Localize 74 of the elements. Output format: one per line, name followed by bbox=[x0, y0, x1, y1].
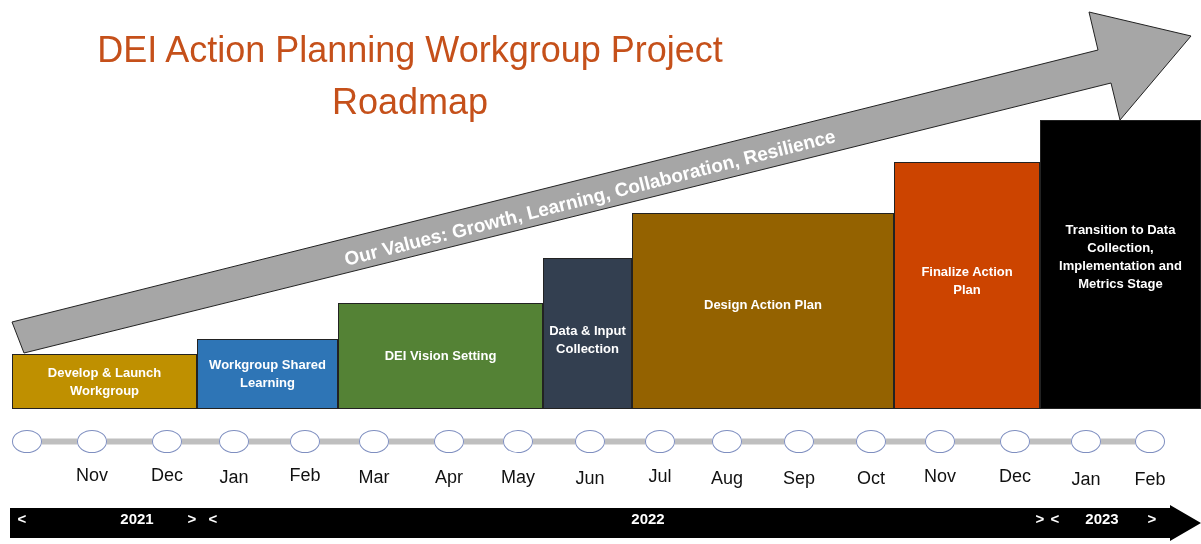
month-label: Nov bbox=[76, 465, 108, 486]
timeline-track bbox=[389, 438, 434, 445]
year-label: 2023 bbox=[1085, 510, 1119, 527]
bracket-mark: > bbox=[1147, 510, 1157, 527]
timeline-dot bbox=[77, 430, 107, 453]
timeline-track bbox=[814, 438, 856, 445]
month-label: Jan bbox=[219, 467, 249, 488]
timeline-dot bbox=[856, 430, 886, 453]
timeline-dot bbox=[434, 430, 464, 453]
timeline-dot bbox=[784, 430, 814, 453]
month-label: Aug bbox=[711, 468, 743, 489]
month-label: Apr bbox=[435, 467, 463, 488]
timeline-track bbox=[42, 438, 77, 445]
bracket-mark: > bbox=[187, 510, 197, 527]
timeline-track bbox=[1030, 438, 1071, 445]
month-label: Nov bbox=[924, 466, 956, 487]
month-label: Dec bbox=[151, 465, 183, 486]
timeline-track bbox=[742, 438, 784, 445]
timeline-track bbox=[320, 438, 359, 445]
bracket-mark: < bbox=[1050, 510, 1060, 527]
phase-block bbox=[632, 213, 894, 409]
month-label: Dec bbox=[999, 466, 1031, 487]
timeline-dot bbox=[152, 430, 182, 453]
timeline-track bbox=[182, 438, 219, 445]
month-label: Jul bbox=[648, 466, 672, 487]
timeline-dot bbox=[1071, 430, 1101, 453]
bracket-mark: > bbox=[1035, 510, 1045, 527]
timeline-dot bbox=[1000, 430, 1030, 453]
timeline-dot bbox=[712, 430, 742, 453]
timeline-track bbox=[107, 438, 152, 445]
phase-label: Transition to Data Collection, Implementation and Metrics Stage bbox=[1058, 221, 1183, 293]
timeline-dot bbox=[1135, 430, 1165, 453]
bracket-mark: < bbox=[208, 510, 218, 527]
phase-block bbox=[197, 339, 338, 409]
phase-label: DEI Vision Setting bbox=[383, 347, 498, 365]
phase-block bbox=[543, 258, 632, 409]
year-label: 2022 bbox=[631, 510, 665, 527]
timeline-dot bbox=[645, 430, 675, 453]
phase-label: Finalize Action Plan bbox=[920, 263, 1014, 299]
timeline-dot bbox=[503, 430, 533, 453]
title: DEI Action Planning Workgroup Project Roadmap bbox=[96, 28, 724, 124]
timeline-track bbox=[886, 438, 925, 445]
year-arrow-bar bbox=[10, 505, 1201, 541]
phase-block bbox=[338, 303, 543, 409]
month-label: May bbox=[501, 467, 535, 488]
phase-label: Design Action Plan bbox=[703, 296, 823, 314]
bracket-mark: < bbox=[17, 510, 27, 527]
timeline-track bbox=[249, 438, 290, 445]
timeline-track bbox=[464, 438, 503, 445]
timeline-dot bbox=[575, 430, 605, 453]
phase-block bbox=[12, 354, 197, 409]
timeline-track bbox=[605, 438, 645, 445]
phase-label: Data & Input Collection bbox=[548, 322, 627, 358]
timeline-track bbox=[533, 438, 575, 445]
year-label: 2021 bbox=[120, 510, 154, 527]
month-label: Oct bbox=[857, 468, 885, 489]
timeline-track bbox=[955, 438, 1000, 445]
timeline-track bbox=[1101, 438, 1135, 445]
timeline-dot bbox=[290, 430, 320, 453]
phase-label: Develop & Launch Workgroup bbox=[46, 363, 163, 400]
timeline-dot bbox=[359, 430, 389, 453]
month-label: Jun bbox=[575, 468, 605, 489]
timeline-dot bbox=[219, 430, 249, 453]
timeline-dot bbox=[12, 430, 42, 453]
month-label: Feb bbox=[1134, 469, 1166, 490]
timeline-track bbox=[675, 438, 712, 445]
timeline-dot bbox=[925, 430, 955, 453]
phase-block bbox=[894, 162, 1040, 409]
month-label: Mar bbox=[358, 467, 390, 488]
month-label: Sep bbox=[783, 468, 815, 489]
phase-block bbox=[1040, 120, 1201, 409]
month-label: Jan bbox=[1071, 469, 1101, 490]
month-label: Feb bbox=[289, 465, 321, 486]
phase-label: Workgroup Shared Learning bbox=[208, 356, 327, 392]
